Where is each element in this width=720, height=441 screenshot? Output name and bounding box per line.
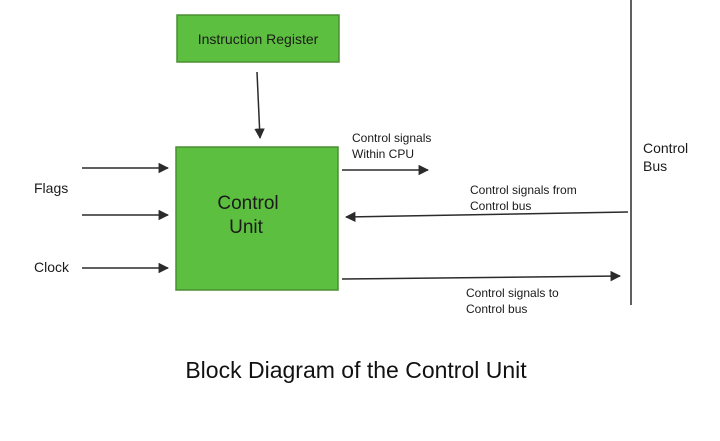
control-bus-label-line1: Control [643,140,688,156]
flags-label: Flags [34,180,68,196]
within-cpu-label-line1: Control signals [352,131,431,145]
control-unit-label-line2: Unit [229,217,264,238]
from-bus-label-line2: Control bus [470,199,531,213]
from-bus-label-line1: Control signals from [470,183,577,197]
diagram-caption: Block Diagram of the Control Unit [185,357,527,383]
instruction-register-label: Instruction Register [198,31,319,47]
control-bus-label-line2: Bus [643,158,667,174]
control-unit-box [175,146,339,291]
to-bus-arrow [341,270,622,282]
ir-to-cu-arrow [254,71,265,140]
within-cpu-label-line2: Within CPU [352,147,414,161]
to-bus-label-line2: Control bus [466,302,527,316]
instruction-register-box [176,14,340,63]
control-unit-label-line1: Control [217,193,278,214]
from-bus-arrow [344,211,629,223]
clock-label: Clock [34,259,70,275]
to-bus-label-line1: Control signals to [466,286,559,300]
